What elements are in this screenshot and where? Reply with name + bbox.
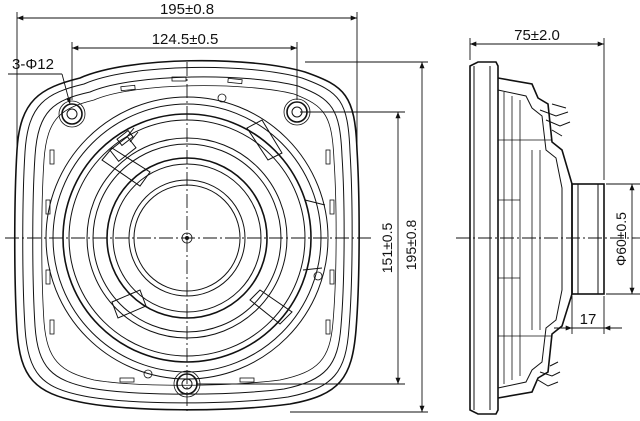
basket-arms xyxy=(101,119,326,325)
dim-magnet-diameter: Φ60±0.5 xyxy=(613,212,629,266)
frame-outer-2 xyxy=(22,66,353,404)
dim-overall-height: 195±0.8 xyxy=(403,220,419,271)
side-view xyxy=(456,61,640,415)
dim-hole-callout: 3-Φ12 xyxy=(12,56,54,73)
frame-outer xyxy=(13,59,360,411)
dim-bolt-spacing: 124.5±0.5 xyxy=(152,31,219,48)
side-flange xyxy=(469,61,499,415)
dim-magnet-depth: 17 xyxy=(580,311,597,328)
side-terminals xyxy=(537,103,571,387)
side-magnet xyxy=(571,183,605,295)
front-dimensions: 195±0.8 124.5±0.5 3-Φ12 151±0.5 195±0.8 xyxy=(8,1,428,413)
dim-overall-width: 195±0.8 xyxy=(160,1,214,18)
side-dimensions: 75±2.0 Φ60±0.5 17 xyxy=(469,27,640,334)
dim-inner-height: 151±0.5 xyxy=(379,223,395,274)
frame-slots xyxy=(45,76,335,383)
front-terminal xyxy=(109,127,139,162)
front-view xyxy=(5,59,372,414)
frame-inner xyxy=(32,76,345,395)
dim-depth: 75±2.0 xyxy=(514,27,560,44)
mounting-hole-left xyxy=(58,100,86,128)
frame-inner-2 xyxy=(41,85,337,386)
